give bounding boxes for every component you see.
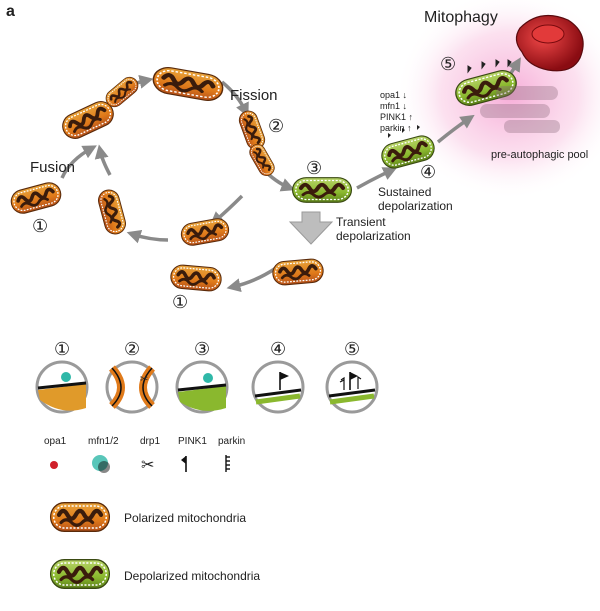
mfn-icon	[92, 455, 110, 473]
inset-circle-4	[251, 360, 305, 414]
step-marker-2: ②	[268, 116, 284, 136]
cycle-arrows	[60, 57, 521, 293]
mito-fission-top	[235, 107, 269, 153]
parkin-marks-5	[467, 59, 512, 74]
protein-legend-drp1: drp1	[140, 436, 160, 447]
protein-legend: opa1 mfn1/2 drp1 PINK1 parkin ✂	[44, 436, 245, 474]
mito-fusion-left	[6, 178, 66, 218]
step-marker-1-top: ①	[32, 216, 48, 236]
protein-legend-parkin: parkin	[218, 436, 245, 447]
step-marker-1-bottom: ①	[172, 292, 188, 312]
legend-depolarized-label: Depolarized mitochondria	[124, 569, 260, 583]
protein-change-mfn1: mfn1 ↓	[380, 101, 407, 111]
pink1-marks-4	[388, 125, 420, 138]
protein-legend-opa1: opa1	[44, 436, 67, 447]
pre-autophagic-pool-shapes	[480, 86, 560, 133]
step-marker-5: ⑤	[440, 54, 456, 74]
insets: ① ② ③ ④ ⑤ ✂	[35, 339, 379, 414]
protein-change-parkin: parkin ↑	[380, 123, 412, 133]
parkin-icon	[225, 455, 230, 472]
protein-change-opa1: opa1 ↓	[380, 90, 407, 100]
lysosome	[515, 14, 584, 72]
panel-label: a	[6, 3, 15, 20]
mito-inner-right	[177, 215, 233, 249]
step-marker-4: ④	[420, 162, 436, 182]
inset-circle-2: ✂	[105, 360, 159, 414]
inset-number-5: ⑤	[344, 339, 360, 359]
protein-legend-mfn: mfn1/2	[88, 436, 119, 447]
step-marker-3: ③	[306, 158, 322, 178]
inset-circle-3	[175, 360, 229, 414]
mito-fission-bottom	[245, 140, 279, 180]
inset-number-4: ④	[270, 339, 286, 359]
fusion-label: Fusion	[30, 159, 75, 176]
inset-circle-1	[35, 360, 89, 414]
inset-number-2: ②	[124, 339, 140, 359]
legend-depolarized-mito	[51, 560, 110, 589]
legend-polarized-mito	[51, 503, 110, 532]
inset-number-1: ①	[54, 339, 70, 359]
inset-number-3: ③	[194, 339, 210, 359]
transient-depolarization-arrow	[288, 211, 334, 245]
inset-circle-5	[325, 360, 379, 414]
svg-text:✂: ✂	[140, 374, 148, 385]
legend-polarized-label: Polarized mitochondria	[124, 511, 246, 525]
mito-bottom-right	[270, 256, 326, 288]
mito-top-long	[151, 65, 224, 103]
drp1-icon: ✂	[141, 457, 154, 474]
pink1-icon	[181, 456, 187, 472]
sustained-label-1: Sustained	[378, 185, 431, 199]
transient-label-1: Transient	[336, 215, 386, 229]
mito-depolarized-3	[293, 178, 352, 203]
transient-label-2: depolarization	[336, 229, 411, 243]
protein-change-pink1: PINK1 ↑	[380, 112, 413, 122]
sustained-label-2: depolarization	[378, 199, 453, 213]
fission-label: Fission	[230, 87, 278, 104]
opa1-icon	[50, 461, 58, 469]
pre-autophagic-pool-label: pre-autophagic pool	[491, 149, 588, 161]
mito-inner-left	[94, 186, 130, 238]
mito-bottom-left	[168, 262, 224, 294]
mitophagy-label: Mitophagy	[424, 9, 498, 26]
protein-legend-pink1: PINK1	[178, 436, 207, 447]
